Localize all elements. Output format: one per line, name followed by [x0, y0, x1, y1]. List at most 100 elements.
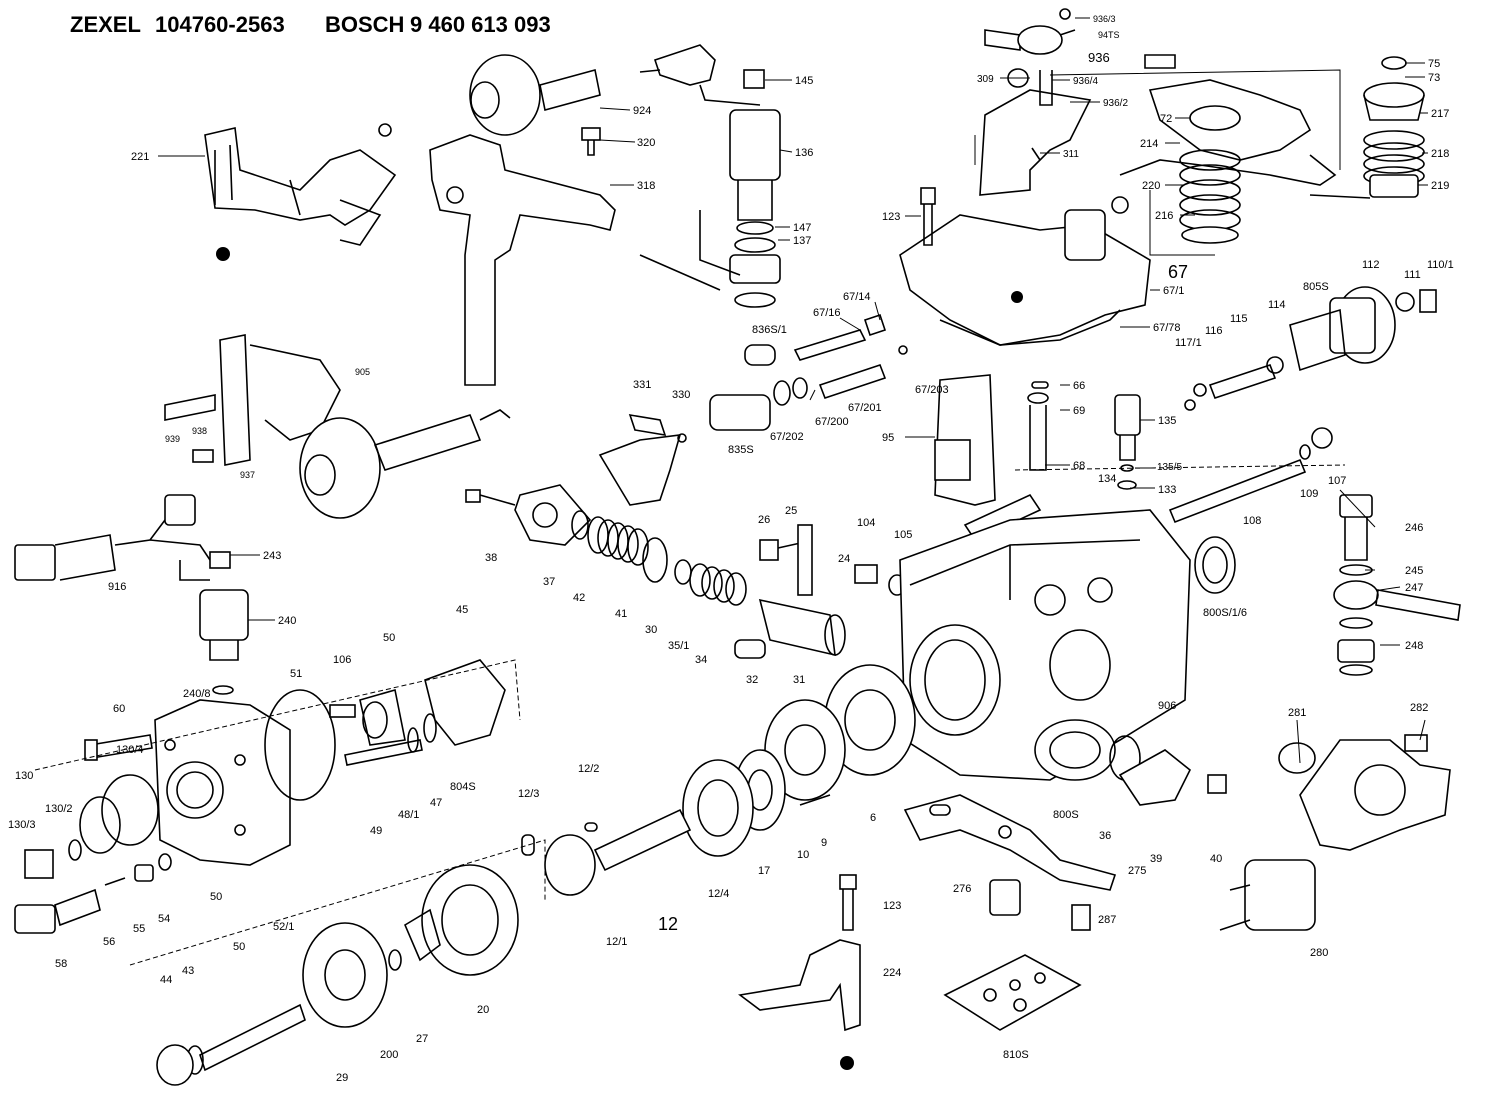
label-217: 217	[1431, 108, 1449, 120]
label-67-14: 67/14	[843, 291, 871, 303]
label-280: 280	[1310, 947, 1328, 959]
header-brand-zexel: ZEXEL	[70, 12, 141, 37]
part-72-lever	[1119, 79, 1337, 186]
label-9: 9	[821, 837, 827, 849]
label-67-201: 67/201	[848, 402, 882, 414]
label-835s: 835S	[728, 444, 754, 456]
label-218: 218	[1431, 148, 1449, 160]
group-outline-drive	[129, 839, 546, 966]
label-130-3: 130/3	[8, 819, 36, 831]
label-12-1: 12/1	[606, 936, 627, 948]
label-67-203: 67/203	[915, 384, 949, 396]
part-39-cover	[1034, 719, 1227, 806]
label-72: 72	[1160, 113, 1172, 125]
label-318: 318	[637, 180, 655, 192]
label-30: 30	[645, 624, 657, 636]
label-200: 200	[380, 1049, 398, 1061]
part-318-bracket	[429, 54, 616, 386]
label-216: 216	[1155, 210, 1173, 222]
parts-drawing	[14, 8, 1461, 1086]
label-104: 104	[857, 517, 875, 529]
part-280-solenoid	[1219, 734, 1451, 931]
label-50-head: 50	[210, 891, 222, 903]
label-123-upper: 123	[882, 211, 900, 223]
part-221-bracket	[204, 123, 397, 261]
label-130-2: 130/2	[45, 803, 73, 815]
label-12-4: 12/4	[708, 888, 729, 900]
label-245: 245	[1405, 565, 1423, 577]
label-130-4: 130/4	[116, 744, 144, 756]
label-116: 116	[1205, 325, 1223, 337]
label-39: 39	[1150, 853, 1162, 865]
part-320-bolt	[581, 127, 601, 156]
label-936-3: 936/3	[1093, 14, 1116, 24]
part-31-sleeve	[734, 598, 846, 659]
label-246: 246	[1405, 522, 1423, 534]
part-41-spring	[587, 516, 747, 606]
label-220: 220	[1142, 180, 1160, 192]
label-12-3: 12/3	[518, 788, 539, 800]
label-67-16: 67/16	[813, 307, 841, 319]
label-95: 95	[882, 432, 894, 444]
label-51: 51	[290, 668, 302, 680]
label-50-shaft: 50	[233, 941, 245, 953]
part-916-connector	[14, 494, 231, 581]
label-136: 136	[795, 147, 813, 159]
label-240-8: 240/8	[183, 688, 211, 700]
label-40: 40	[1210, 853, 1222, 865]
part-835s-solenoid	[709, 345, 908, 431]
part-330-bracket	[598, 413, 687, 506]
label-134: 134	[1098, 473, 1116, 485]
label-221: 221	[131, 151, 149, 163]
label-924: 924	[633, 105, 651, 117]
label-135-5: 135/5	[1157, 462, 1182, 473]
label-810s: 810S	[1003, 1049, 1029, 1061]
part-224-bracket	[738, 874, 861, 1070]
label-41: 41	[615, 608, 627, 620]
label-55: 55	[133, 923, 145, 935]
label-107: 107	[1328, 475, 1346, 487]
label-112: 112	[1362, 259, 1380, 271]
part-135-valve	[1114, 394, 1141, 490]
part-95-lever	[934, 374, 1049, 542]
label-24: 24	[838, 553, 850, 565]
label-276: 276	[953, 883, 971, 895]
label-17: 17	[758, 865, 770, 877]
label-936-4: 936/4	[1073, 76, 1098, 87]
label-75: 75	[1428, 58, 1440, 70]
label-73: 73	[1428, 72, 1440, 84]
group-outline-governor	[1014, 464, 1346, 471]
label-66: 66	[1073, 380, 1085, 392]
label-147: 147	[793, 222, 811, 234]
label-43: 43	[182, 965, 194, 977]
part-214-spring	[1179, 149, 1241, 244]
label-281: 281	[1288, 707, 1306, 719]
label-52-1: 52/1	[273, 921, 294, 933]
label-145: 145	[795, 75, 813, 87]
label-50-upper: 50	[383, 632, 395, 644]
group-label-12: 12	[658, 914, 678, 934]
label-6: 6	[870, 812, 876, 824]
label-805s: 805S	[1303, 281, 1329, 293]
label-10: 10	[797, 849, 809, 861]
header-zexel-number: 104760-2563	[155, 12, 285, 37]
label-937: 937	[240, 470, 255, 480]
label-800s: 800S	[1053, 809, 1079, 821]
part-12-4-gear	[521, 749, 786, 896]
label-248: 248	[1405, 640, 1423, 652]
label-311: 311	[1063, 149, 1079, 160]
label-67-78: 67/78	[1153, 322, 1181, 334]
label-137: 137	[793, 235, 811, 247]
label-12-2: 12/2	[578, 763, 599, 775]
part-6-plate	[764, 664, 916, 806]
part-905-actuator	[164, 334, 511, 519]
label-224: 224	[883, 967, 901, 979]
part-240-solenoid	[199, 589, 249, 695]
group-outline-pump-head	[34, 659, 521, 771]
part-37-flange	[465, 484, 592, 546]
label-114: 114	[1268, 299, 1286, 311]
label-282: 282	[1410, 702, 1428, 714]
part-936-cover	[979, 8, 1176, 196]
label-37: 37	[543, 576, 555, 588]
label-247: 247	[1405, 582, 1423, 594]
